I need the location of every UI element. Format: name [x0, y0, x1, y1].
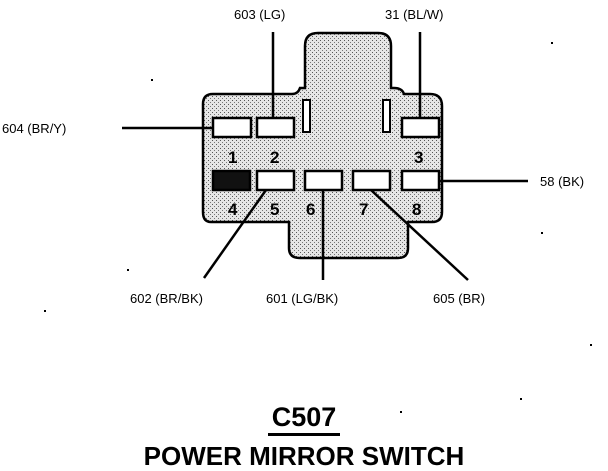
wire-label-58: 58 (BK) — [540, 174, 584, 189]
cavity-4 — [211, 169, 252, 192]
scan-specks — [44, 42, 592, 413]
pin-number-5: 5 — [270, 200, 279, 219]
wire-label-603: 603 (LG) — [234, 7, 285, 22]
lock-tab-right — [382, 99, 391, 133]
wire-label-602: 602 (BR/BK) — [130, 291, 203, 306]
wire-line-602 — [202, 189, 268, 279]
pin-number-8: 8 — [412, 200, 421, 219]
pin-number-1: 1 — [228, 148, 237, 167]
pin-number-6: 6 — [306, 200, 315, 219]
pin-number-3: 3 — [414, 148, 423, 167]
wire-label-31: 31 (BL/W) — [385, 7, 444, 22]
wire-label-604: 604 (BR/Y) — [2, 121, 66, 136]
connector-code: C507 — [267, 403, 341, 436]
connector-name-title: POWER MIRROR SWITCH — [143, 441, 465, 471]
cavity-7 — [351, 169, 392, 192]
cavity-5 — [255, 169, 296, 192]
wire-line-605 — [370, 189, 469, 281]
pin-number-4: 4 — [228, 200, 238, 219]
pin-number-7: 7 — [359, 200, 368, 219]
lock-tab-left — [302, 99, 311, 133]
cavity-8 — [400, 169, 441, 192]
cavity-3 — [400, 116, 441, 139]
pin-number-2: 2 — [270, 148, 279, 167]
cavity-1 — [211, 116, 253, 139]
wire-label-601: 601 (LG/BK) — [266, 291, 338, 306]
cavity-6 — [303, 169, 344, 192]
connector-code-title: C507 — [0, 402, 608, 436]
wire-label-605: 605 (BR) — [433, 291, 485, 306]
cavity-2 — [255, 116, 296, 139]
